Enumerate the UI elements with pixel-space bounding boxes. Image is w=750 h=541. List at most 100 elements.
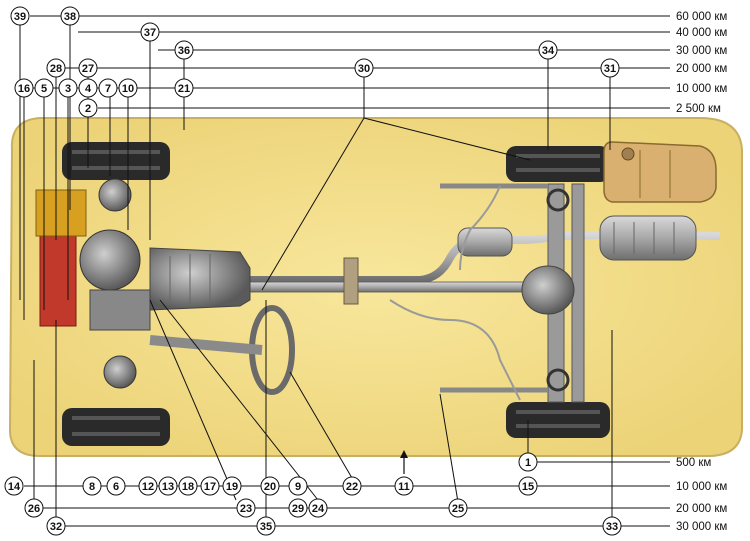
svg-text:22: 22 <box>346 481 358 493</box>
interval-10000-top: 10 000 км <box>676 83 727 95</box>
svg-text:24: 24 <box>312 503 325 515</box>
callout-37: 37 <box>140 22 160 42</box>
gearbox <box>149 247 251 311</box>
svg-text:36: 36 <box>178 45 190 57</box>
callout-25: 25 <box>448 498 468 518</box>
svg-text:32: 32 <box>50 521 62 533</box>
svg-text:21: 21 <box>178 83 190 95</box>
svg-text:4: 4 <box>85 83 92 95</box>
callout-8: 8 <box>82 476 102 496</box>
steering-wheel <box>149 305 295 395</box>
interval-labels-bottom: 500 км 10 000 км 20 000 км 30 000 км <box>676 457 727 533</box>
callout-23: 23 <box>236 498 256 518</box>
interval-30000-bottom: 30 000 км <box>676 521 727 533</box>
callout-32: 32 <box>46 516 66 536</box>
callout-16: 16 <box>14 78 34 98</box>
svg-text:35: 35 <box>260 521 272 533</box>
callout-19: 19 <box>222 476 242 496</box>
callout-13: 13 <box>158 476 178 496</box>
svg-text:2: 2 <box>85 103 91 115</box>
callout-29: 29 <box>288 498 308 518</box>
front-right-tire <box>62 408 170 446</box>
callout-22: 22 <box>342 476 362 496</box>
leader-lines-bottom <box>24 299 670 527</box>
callout-5: 5 <box>34 78 54 98</box>
svg-text:17: 17 <box>204 481 216 493</box>
rear-muffler <box>599 215 697 261</box>
svg-text:33: 33 <box>606 521 618 533</box>
svg-text:9: 9 <box>295 481 301 493</box>
svg-text:26: 26 <box>28 503 40 515</box>
fuel-tank <box>603 141 717 203</box>
callouts-top: 39 38 37 36 34 28 27 30 31 16 5 3 4 7 10… <box>10 6 620 118</box>
callout-4: 4 <box>78 78 98 98</box>
callout-38: 38 <box>60 6 80 26</box>
callouts-bottom: 1 14 8 6 12 13 18 17 19 20 9 22 11 15 26… <box>4 452 622 536</box>
center-bearing <box>343 257 359 305</box>
interval-2500-top: 2 500 км <box>676 103 721 115</box>
wheels <box>62 142 610 446</box>
svg-text:34: 34 <box>542 45 555 57</box>
front-left-tire <box>62 142 170 180</box>
interval-40000-top: 40 000 км <box>676 27 727 39</box>
callout-31: 31 <box>600 58 620 78</box>
callout-34: 34 <box>538 40 558 60</box>
callout-15: 15 <box>518 476 538 496</box>
callout-35: 35 <box>256 516 276 536</box>
interval-20000-bottom: 20 000 км <box>676 503 727 515</box>
svg-text:30: 30 <box>358 63 370 75</box>
interval-10000-bottom: 10 000 км <box>676 481 727 493</box>
svg-text:5: 5 <box>41 83 47 95</box>
svg-text:39: 39 <box>14 11 26 23</box>
svg-text:1: 1 <box>525 457 531 469</box>
svg-text:7: 7 <box>105 83 111 95</box>
callout-26: 26 <box>24 498 44 518</box>
callout-20: 20 <box>260 476 280 496</box>
interval-500-bottom: 500 км <box>676 457 711 469</box>
callout-21: 21 <box>174 78 194 98</box>
callout-36: 36 <box>174 40 194 60</box>
svg-text:11: 11 <box>398 481 410 493</box>
front-muffler <box>457 227 513 257</box>
callout-3: 3 <box>58 78 78 98</box>
svg-text:31: 31 <box>604 63 616 75</box>
callout-28: 28 <box>46 58 66 78</box>
svg-text:29: 29 <box>292 503 304 515</box>
svg-text:27: 27 <box>82 63 94 75</box>
callout-30: 30 <box>354 58 374 78</box>
svg-text:6: 6 <box>113 481 119 493</box>
callout-33: 33 <box>602 516 622 536</box>
rear-right-tire <box>506 402 610 438</box>
clutch-housing <box>79 229 141 291</box>
interval-20000-top: 20 000 км <box>676 63 727 75</box>
svg-text:37: 37 <box>144 27 156 39</box>
svg-text:28: 28 <box>50 63 62 75</box>
callout-39: 39 <box>10 6 30 26</box>
callout-7: 7 <box>98 78 118 98</box>
svg-text:18: 18 <box>182 481 194 493</box>
svg-text:14: 14 <box>8 481 21 493</box>
interval-labels-top: 60 000 км 40 000 км 30 000 км 20 000 км … <box>676 11 727 115</box>
differential <box>521 265 575 315</box>
interval-30000-top: 30 000 км <box>676 45 727 57</box>
exhaust-system <box>250 215 721 284</box>
svg-text:15: 15 <box>522 481 534 493</box>
svg-text:25: 25 <box>452 503 464 515</box>
engine <box>35 178 151 389</box>
callout-27: 27 <box>78 58 98 78</box>
svg-text:13: 13 <box>162 481 174 493</box>
svg-text:19: 19 <box>226 481 238 493</box>
callout-9: 9 <box>288 476 308 496</box>
rear-axle <box>440 183 585 403</box>
svg-text:23: 23 <box>240 503 252 515</box>
callout-14: 14 <box>4 476 24 496</box>
callout-17: 17 <box>200 476 220 496</box>
forward-arrow-icon <box>400 450 408 474</box>
callout-6: 6 <box>106 476 126 496</box>
callout-2: 2 <box>78 98 98 118</box>
svg-text:38: 38 <box>64 11 76 23</box>
callout-18: 18 <box>178 476 198 496</box>
svg-text:12: 12 <box>142 481 154 493</box>
svg-text:3: 3 <box>65 83 71 95</box>
